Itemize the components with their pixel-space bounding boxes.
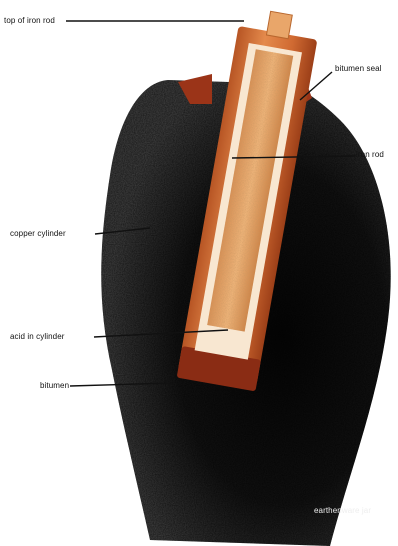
iron-rod-top	[266, 11, 292, 38]
label-bitumen-seal: bitumen seal	[335, 64, 382, 74]
label-copper-cylinder: copper cylinder	[10, 229, 66, 239]
label-top-of-iron-rod: top of iron rod	[4, 16, 55, 26]
label-bitumen: bitumen	[40, 381, 69, 391]
label-iron-rod: iron rod	[356, 150, 384, 160]
label-acid-in-cylinder: acid in cylinder	[10, 332, 65, 342]
label-earthenware-jar: earthenware jar	[314, 506, 371, 516]
